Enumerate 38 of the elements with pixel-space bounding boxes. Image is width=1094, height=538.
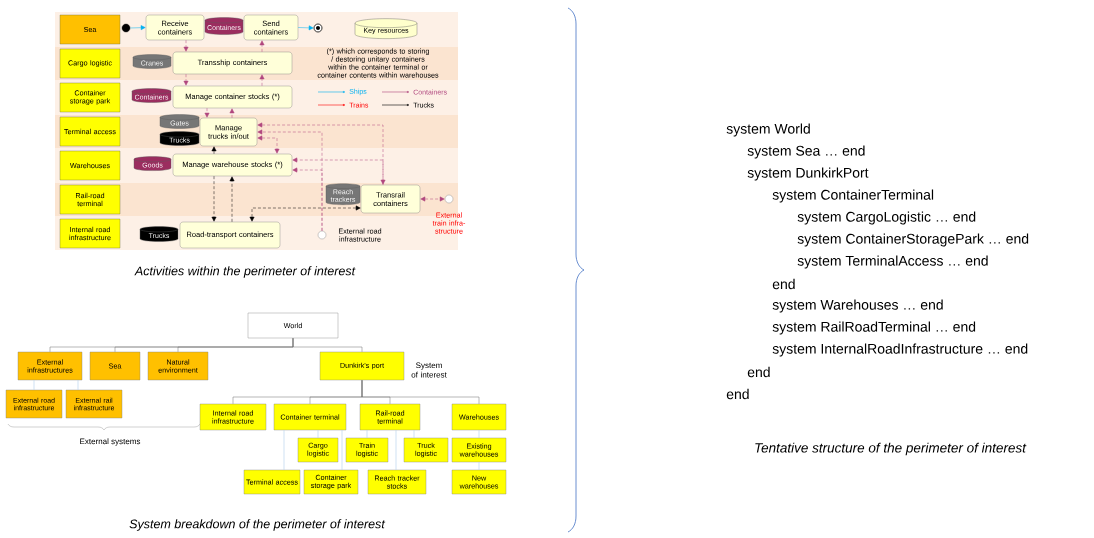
arrow — [129, 25, 146, 31]
arrow — [420, 196, 445, 202]
code-line: end — [772, 278, 795, 290]
arrow — [292, 157, 384, 186]
arrow — [229, 108, 235, 119]
arrow — [211, 146, 217, 155]
arrow — [211, 175, 217, 222]
code-line: end — [747, 366, 770, 378]
code-line: system TerminalAccess … end — [797, 255, 988, 269]
node-caption: System of interest — [411, 362, 447, 378]
code-line: system ContainerTerminal — [772, 189, 934, 203]
code-line: end — [726, 388, 749, 400]
code-line: system DunkirkPort — [747, 167, 869, 181]
arrow — [259, 74, 265, 87]
arrow — [183, 73, 189, 86]
arrow — [183, 39, 189, 52]
arrow — [257, 122, 386, 185]
code-line: system CargoLogistic … end — [797, 211, 976, 225]
connector-line — [292, 337, 363, 353]
arrow — [297, 25, 314, 31]
code-line: system World — [726, 123, 810, 137]
caption: Tentative structure of the perimeter of interest — [755, 442, 1027, 456]
code-line: system InternalRoadInfrastructure … end — [772, 343, 1028, 357]
group-label: External systems — [80, 438, 141, 446]
arrow — [259, 40, 265, 53]
end-marker — [313, 23, 323, 33]
connector-line — [361, 379, 480, 405]
arrow — [249, 205, 361, 222]
arrow — [292, 167, 323, 232]
code-line: system Sea … end — [747, 145, 865, 159]
code-line: system RailRoadTerminal … end — [772, 321, 976, 335]
code-line: system ContainerStoragePark … end — [797, 233, 1029, 247]
arrow — [257, 135, 280, 154]
caption: Activities within the perimeter of interest — [134, 266, 356, 278]
caption: System breakdown of the perimeter of interest — [129, 519, 386, 531]
arrow — [229, 176, 235, 223]
code-line: system Warehouses … end — [772, 299, 943, 313]
arrow — [204, 107, 210, 118]
